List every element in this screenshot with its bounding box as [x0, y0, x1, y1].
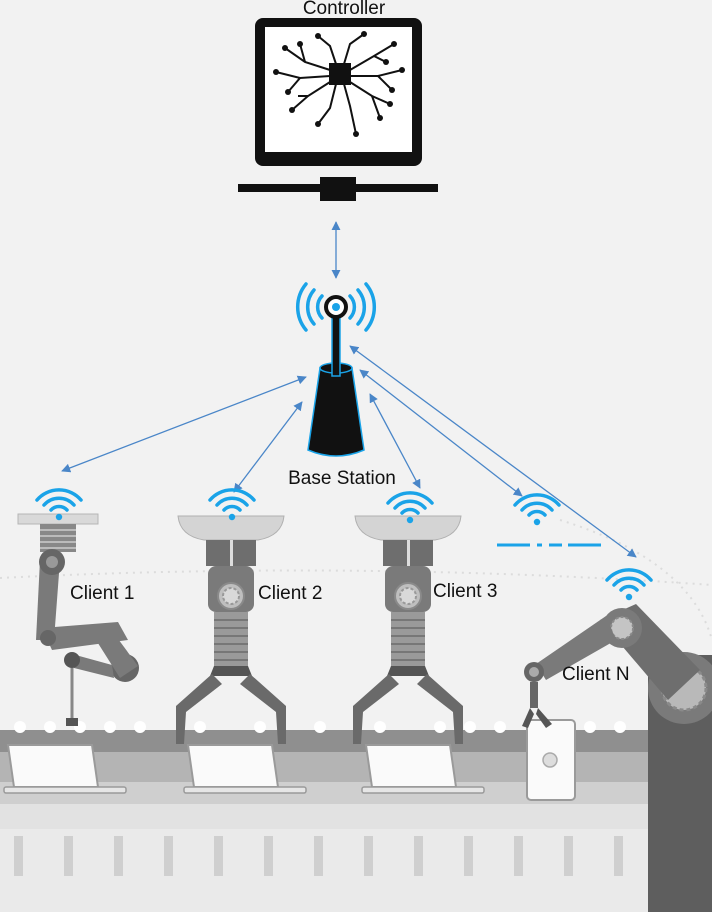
- base-station: [295, 282, 377, 457]
- controller-computer: [238, 18, 438, 201]
- network-links: [61, 221, 637, 558]
- client-2-robot: [176, 515, 286, 744]
- client-n-label: Client N: [562, 664, 630, 685]
- broadcast-waves-icon: [295, 282, 377, 332]
- brain-circuit-icon: [275, 33, 403, 135]
- tablet-on-belt: [526, 719, 576, 801]
- conveyor-belt: [0, 721, 712, 912]
- client-3-label: Client 3: [433, 581, 497, 602]
- client-n-robot: [522, 604, 712, 912]
- controller-label: Controller: [303, 0, 386, 19]
- client-1-label: Client 1: [70, 583, 134, 604]
- client-3-robot: [353, 515, 463, 744]
- client-2-label: Client 2: [258, 583, 322, 604]
- base-station-label: Base Station: [288, 468, 396, 489]
- client-1-robot: [17, 513, 139, 726]
